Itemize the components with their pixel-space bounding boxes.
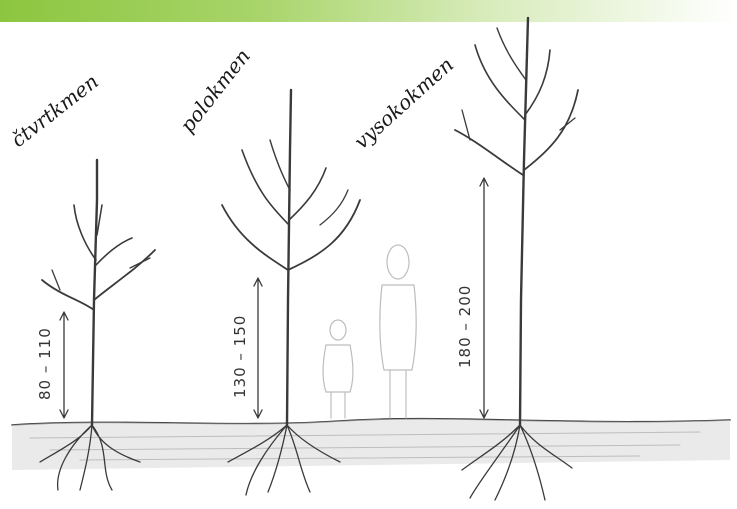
label-ctvrtkmen: čtvrtkmen xyxy=(6,69,103,152)
label-polokmen: polokmen xyxy=(175,44,255,137)
scale-figure-adult xyxy=(380,245,416,418)
height-label-quarter-stem: 80 – 110 xyxy=(36,327,54,400)
height-label-half-stem: 130 – 150 xyxy=(231,315,249,398)
ground xyxy=(12,419,730,470)
scale-figure-child xyxy=(323,320,353,418)
height-label-high-stem: 180 – 200 xyxy=(456,285,474,368)
label-vysokokmen: vysokokmen xyxy=(349,52,458,153)
